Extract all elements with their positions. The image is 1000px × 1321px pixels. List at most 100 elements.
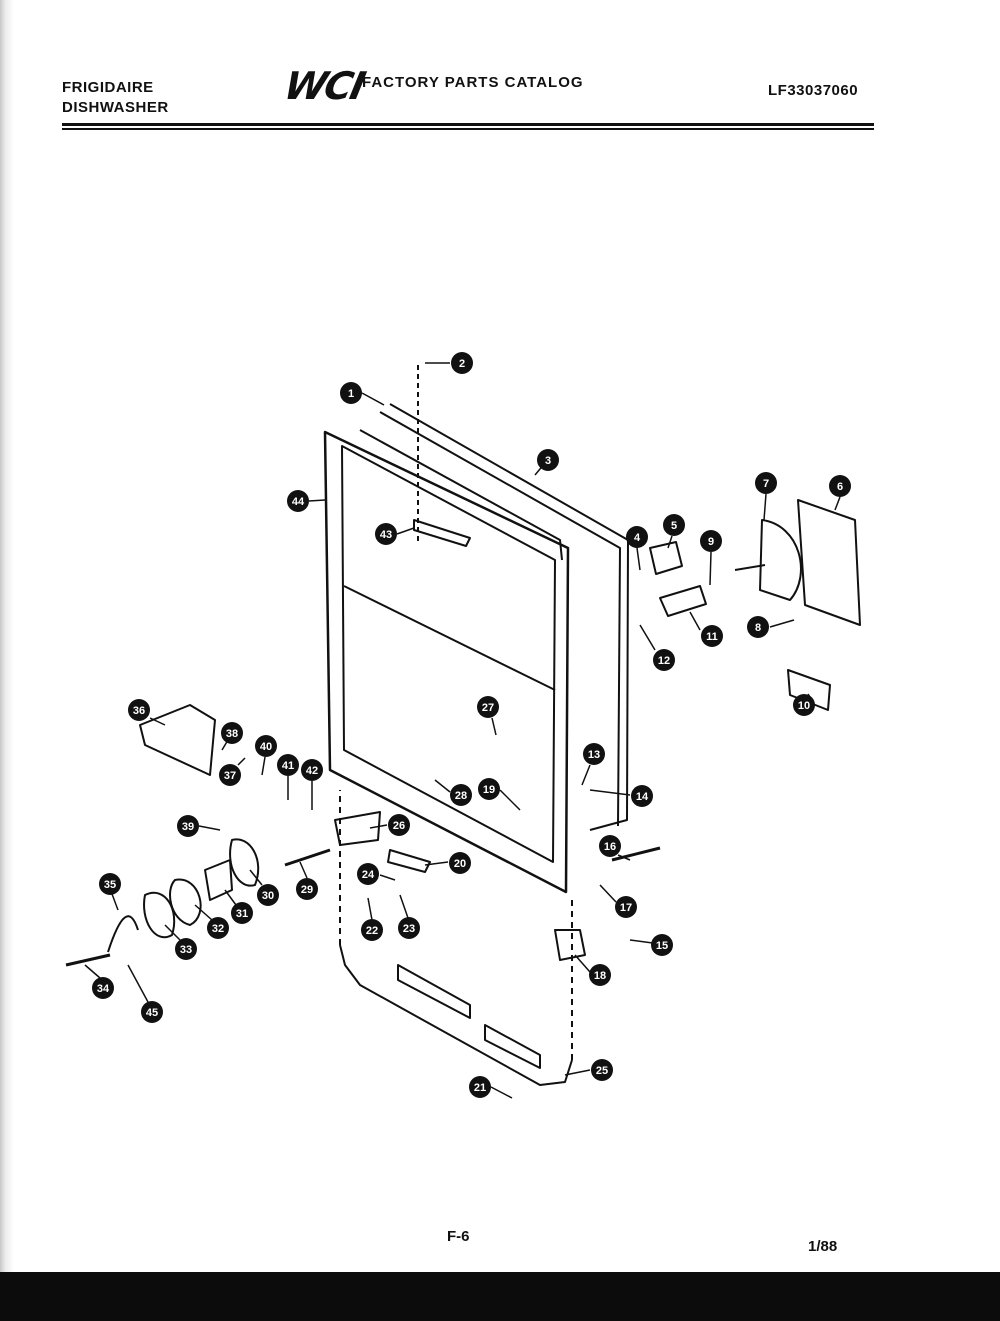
svg-text:38: 38 (226, 728, 238, 740)
callout-28: 28 (434, 779, 472, 806)
dial-ring-32 (169, 878, 202, 926)
spring-16 (611, 846, 661, 862)
dial-33 (143, 891, 176, 939)
dispenser-cover-7 (759, 519, 802, 601)
page-number: F-6 (447, 1228, 470, 1245)
callout-21: 21 (469, 1076, 513, 1099)
callout-43: 43 (375, 523, 415, 545)
header-rule-top (62, 123, 874, 126)
dispenser-housing-6 (797, 499, 861, 626)
svg-text:22: 22 (366, 925, 378, 937)
switch-26 (334, 811, 381, 846)
callout-32: 32 (194, 904, 229, 939)
door-gasket-outline (389, 403, 629, 831)
svg-text:13: 13 (588, 749, 600, 761)
callout-29: 29 (296, 861, 318, 900)
callout-10: 10 (793, 693, 815, 716)
timer-knob-30 (229, 838, 260, 887)
svg-text:18: 18 (594, 970, 606, 982)
screw-29 (284, 848, 331, 867)
panel-top-edge (359, 429, 563, 561)
callout-25: 25 (564, 1059, 613, 1081)
model-number: LF33037060 (768, 82, 859, 99)
callout-5: 5 (663, 514, 685, 549)
callout-33: 33 (164, 924, 197, 960)
inner-door-rim (341, 445, 556, 863)
callout-13: 13 (581, 743, 605, 786)
svg-text:10: 10 (798, 700, 810, 712)
callout-bubbles: 1 2 3 4 5 6 7 8 9 10 11 12 13 14 15 16 1… (84, 352, 851, 1099)
scan-border-bottom (0, 1272, 1000, 1321)
latch-bracket-43 (413, 519, 471, 547)
svg-text:9: 9 (708, 536, 714, 548)
outer-door-bottom (339, 944, 573, 1086)
svg-text:34: 34 (97, 983, 110, 995)
brand-name: FRIGIDAIRE (62, 79, 154, 96)
callout-8: 8 (747, 616, 795, 638)
svg-text:39: 39 (182, 821, 194, 833)
door-gasket-inner (379, 411, 621, 827)
bracket-31 (204, 859, 233, 901)
svg-text:3: 3 (545, 455, 551, 467)
callout-36: 36 (128, 699, 166, 726)
callout-9: 9 (700, 530, 722, 586)
svg-text:45: 45 (146, 1007, 158, 1019)
callout-20: 20 (424, 852, 471, 874)
svg-text:42: 42 (306, 765, 318, 777)
vent-slot-upper (397, 964, 471, 1019)
svg-text:33: 33 (180, 944, 192, 956)
svg-text:26: 26 (393, 820, 405, 832)
callout-12: 12 (639, 624, 675, 671)
svg-text:41: 41 (282, 760, 294, 772)
callout-14: 14 (589, 785, 653, 807)
callout-15: 15 (629, 934, 673, 956)
svg-text:17: 17 (620, 902, 632, 914)
svg-text:2: 2 (459, 358, 465, 370)
brand-block: FRIGIDAIRE DISHWASHER (62, 78, 169, 118)
callout-11: 11 (689, 611, 723, 647)
svg-text:25: 25 (596, 1065, 608, 1077)
callout-19: 19 (478, 778, 521, 811)
callout-3: 3 (534, 449, 559, 476)
control-box-36 (139, 704, 216, 776)
svg-text:14: 14 (636, 791, 649, 803)
svg-text:20: 20 (454, 858, 466, 870)
svg-text:7: 7 (763, 478, 769, 490)
callout-34: 34 (84, 964, 114, 999)
svg-text:32: 32 (212, 923, 224, 935)
scan-edge-shadow (0, 0, 14, 1272)
latch-plate-20 (387, 849, 431, 873)
screw-34 (65, 953, 111, 967)
callout-2: 2 (425, 352, 473, 374)
callout-18: 18 (574, 954, 611, 986)
panel-divider (343, 585, 556, 691)
svg-text:11: 11 (706, 631, 718, 643)
svg-text:37: 37 (224, 770, 236, 782)
callout-44: 44 (287, 490, 326, 512)
svg-text:8: 8 (755, 622, 761, 634)
callout-6: 6 (829, 475, 851, 511)
svg-text:12: 12 (658, 655, 670, 667)
callout-23: 23 (398, 894, 420, 939)
dispenser-shaft (734, 564, 766, 571)
header-rule-bottom (62, 128, 874, 130)
actuator-11 (659, 585, 707, 617)
inner-door-panel (323, 430, 570, 894)
callout-1: 1 (340, 382, 385, 406)
detergent-cup-5 (649, 541, 683, 575)
svg-text:40: 40 (260, 741, 272, 753)
svg-text:43: 43 (380, 529, 392, 541)
clip-35 (107, 915, 139, 953)
svg-text:1: 1 (348, 388, 354, 400)
svg-text:19: 19 (483, 784, 495, 796)
svg-text:27: 27 (482, 702, 494, 714)
callout-22: 22 (361, 897, 383, 941)
vent-slot-lower (484, 1024, 541, 1069)
svg-text:24: 24 (362, 869, 375, 881)
callout-16: 16 (599, 835, 631, 861)
svg-text:6: 6 (837, 481, 843, 493)
callout-37: 37 (219, 757, 246, 786)
callout-38: 38 (221, 722, 243, 751)
svg-text:35: 35 (104, 879, 116, 891)
